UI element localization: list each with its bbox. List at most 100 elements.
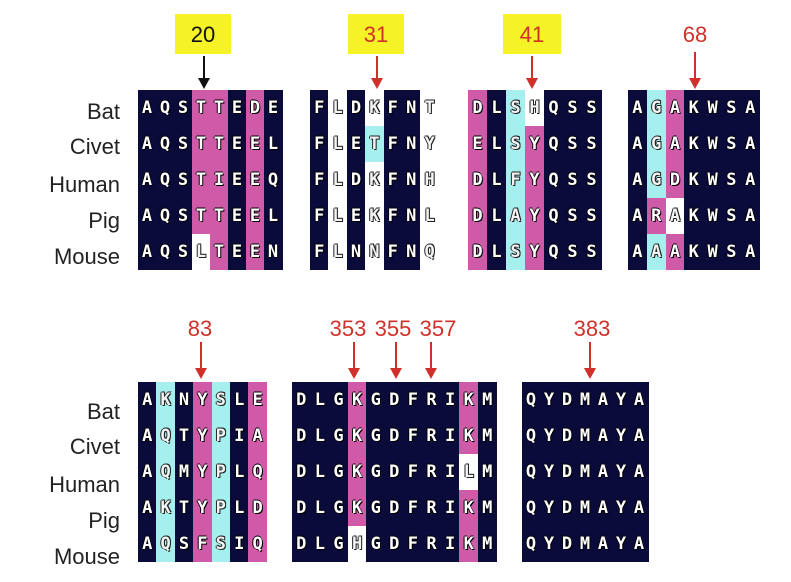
residue-letter: Q <box>525 534 537 554</box>
residue-letter: K <box>688 170 699 190</box>
residue-letter: K <box>688 134 699 154</box>
residue-letter: N <box>369 242 380 262</box>
residue-letter: P <box>215 498 226 518</box>
residue-letter: G <box>333 390 344 410</box>
residue-cell <box>420 234 440 270</box>
residue-cell <box>402 198 421 234</box>
residue-cell <box>193 382 213 418</box>
residue-cell <box>525 198 545 234</box>
residue-cell <box>365 234 385 270</box>
residue-letter: L <box>314 426 326 446</box>
residue-cell <box>468 90 488 126</box>
residue-letter: Y <box>424 134 435 154</box>
residue-cell <box>628 234 648 270</box>
residue-letter: S <box>586 98 597 118</box>
residue-cell <box>522 490 541 526</box>
residue-letter: E <box>472 134 483 154</box>
residue-letter: I <box>444 534 456 554</box>
residue-cell <box>310 234 329 270</box>
residue-letter: L <box>314 390 326 410</box>
residue-cell <box>646 90 667 126</box>
residue-letter: L <box>195 242 207 262</box>
residue-cell <box>192 234 211 270</box>
residue-letter: S <box>215 390 226 410</box>
residue-cell <box>630 526 649 562</box>
residue-cell <box>703 90 723 126</box>
residue-cell <box>193 418 213 454</box>
residue-letter: T <box>213 134 225 154</box>
residue-cell <box>487 198 507 234</box>
residue-cell <box>383 198 403 234</box>
residue-cell <box>722 90 742 126</box>
residue-letter: F <box>314 170 325 190</box>
residue-cell <box>422 382 442 418</box>
residue-letter: P <box>215 426 226 446</box>
residue-cell <box>310 418 330 454</box>
residue-letter: N <box>178 390 190 410</box>
residue-letter: Y <box>529 206 540 226</box>
residue-cell <box>230 490 249 526</box>
residue-cell <box>346 234 366 270</box>
residue-cell <box>346 162 366 198</box>
residue-cell <box>328 162 348 198</box>
residue-letter: K <box>369 98 380 118</box>
residue-letter: S <box>726 170 737 190</box>
residue-letter: Y <box>543 498 555 518</box>
residue-letter: S <box>567 134 578 154</box>
residue-letter: E <box>249 206 261 226</box>
residue-cell <box>346 198 366 234</box>
residue-letter: D <box>561 534 573 554</box>
residue-letter: D <box>389 390 400 410</box>
residue-cell <box>365 198 385 234</box>
residue-letter: M <box>482 534 493 554</box>
residue-cell <box>420 162 440 198</box>
residue-letter: T <box>424 98 435 118</box>
residue-letter: M <box>482 462 493 482</box>
residue-letter: S <box>178 534 190 554</box>
residue-cell <box>506 162 526 198</box>
residue-letter: Y <box>529 242 540 262</box>
residue-letter: G <box>651 98 662 118</box>
residue-cell <box>487 90 507 126</box>
residue-cell <box>594 418 613 454</box>
residue-cell <box>646 162 667 198</box>
residue-cell <box>684 234 704 270</box>
residue-letter: A <box>745 134 756 154</box>
residue-letter: A <box>142 426 153 446</box>
residue-letter: A <box>651 242 662 262</box>
residue-cell <box>246 126 265 162</box>
residue-letter: A <box>252 426 263 446</box>
residue-letter: F <box>407 534 419 554</box>
residue-cell <box>156 418 176 454</box>
residue-letter: M <box>482 390 493 410</box>
residue-cell <box>174 382 194 418</box>
residue-letter: M <box>579 462 591 482</box>
residue-letter: N <box>406 206 417 226</box>
residue-letter: M <box>482 426 493 446</box>
residue-cell <box>525 126 545 162</box>
residue-letter: A <box>142 390 153 410</box>
residue-cell <box>346 90 366 126</box>
residue-letter: T <box>369 134 380 154</box>
residue-letter: A <box>142 462 153 482</box>
residue-letter: S <box>567 170 578 190</box>
residue-letter: A <box>597 534 609 554</box>
residue-letter: E <box>249 170 261 190</box>
residue-letter: L <box>267 134 279 154</box>
residue-letter: G <box>370 426 381 446</box>
residue-cell <box>522 382 541 418</box>
residue-cell <box>487 234 507 270</box>
residue-cell <box>264 90 283 126</box>
residue-cell <box>576 382 595 418</box>
residue-cell <box>310 526 330 562</box>
residue-cell <box>459 490 479 526</box>
residue-letter: M <box>579 390 591 410</box>
residue-letter: Q <box>159 134 171 154</box>
residue-cell <box>292 382 312 418</box>
residue-cell <box>665 126 685 162</box>
residue-letter: S <box>177 98 189 118</box>
residue-letter: Q <box>252 462 263 482</box>
residue-cell <box>468 234 488 270</box>
residue-letter: N <box>267 242 279 262</box>
residue-letter: A <box>510 206 521 226</box>
